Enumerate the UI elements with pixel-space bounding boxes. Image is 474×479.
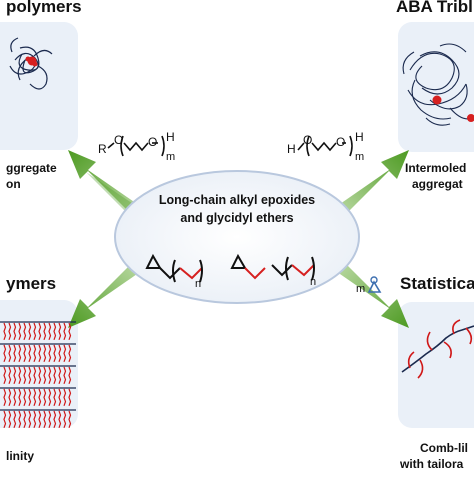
title-top-left: polymers [6,0,82,17]
formula-left-O1: O [114,133,123,147]
stat-epoxide-icon [369,277,380,292]
panel-bottom-left [0,300,78,428]
caption-bottom-left: linity [6,448,34,464]
formula-right-H1: H [287,142,296,156]
n-subscript-alkyl: n [195,278,201,290]
panel-top-left [0,22,78,150]
center-label-line1: Long-chain alkyl epoxides [155,192,319,209]
caption-top-right-line2: aggregat [412,176,463,192]
center-ellipse [115,171,359,303]
n-subscript-glycidyl: n [310,276,316,288]
title-top-right: ABA Tribl [396,0,473,17]
formula-right-O1: O [303,133,312,147]
formula-left-m: m [166,151,175,163]
title-bottom-left: ymers [6,274,56,294]
title-bottom-right: Statistica [400,274,474,294]
caption-bottom-right-line1: Comb-lil [420,440,468,456]
formula-right-m: m [355,151,364,163]
caption-bottom-right-line2: with tailora [400,456,463,472]
center-label-line2: and glycidyl ethers [155,210,319,227]
formula-left-O2: O [148,135,157,149]
caption-top-right-line1: Intermoled [405,160,466,176]
caption-top-left-line2: on [6,176,21,192]
panel-top-right [398,22,474,152]
formula-right-H2: H [355,130,364,144]
caption-top-left-line1: ggregate [6,160,57,176]
formula-right-O2: O [336,135,345,149]
formula-left-R: R [98,142,107,156]
formula-left-H: H [166,130,175,144]
formula-stat-m: m [356,283,365,295]
